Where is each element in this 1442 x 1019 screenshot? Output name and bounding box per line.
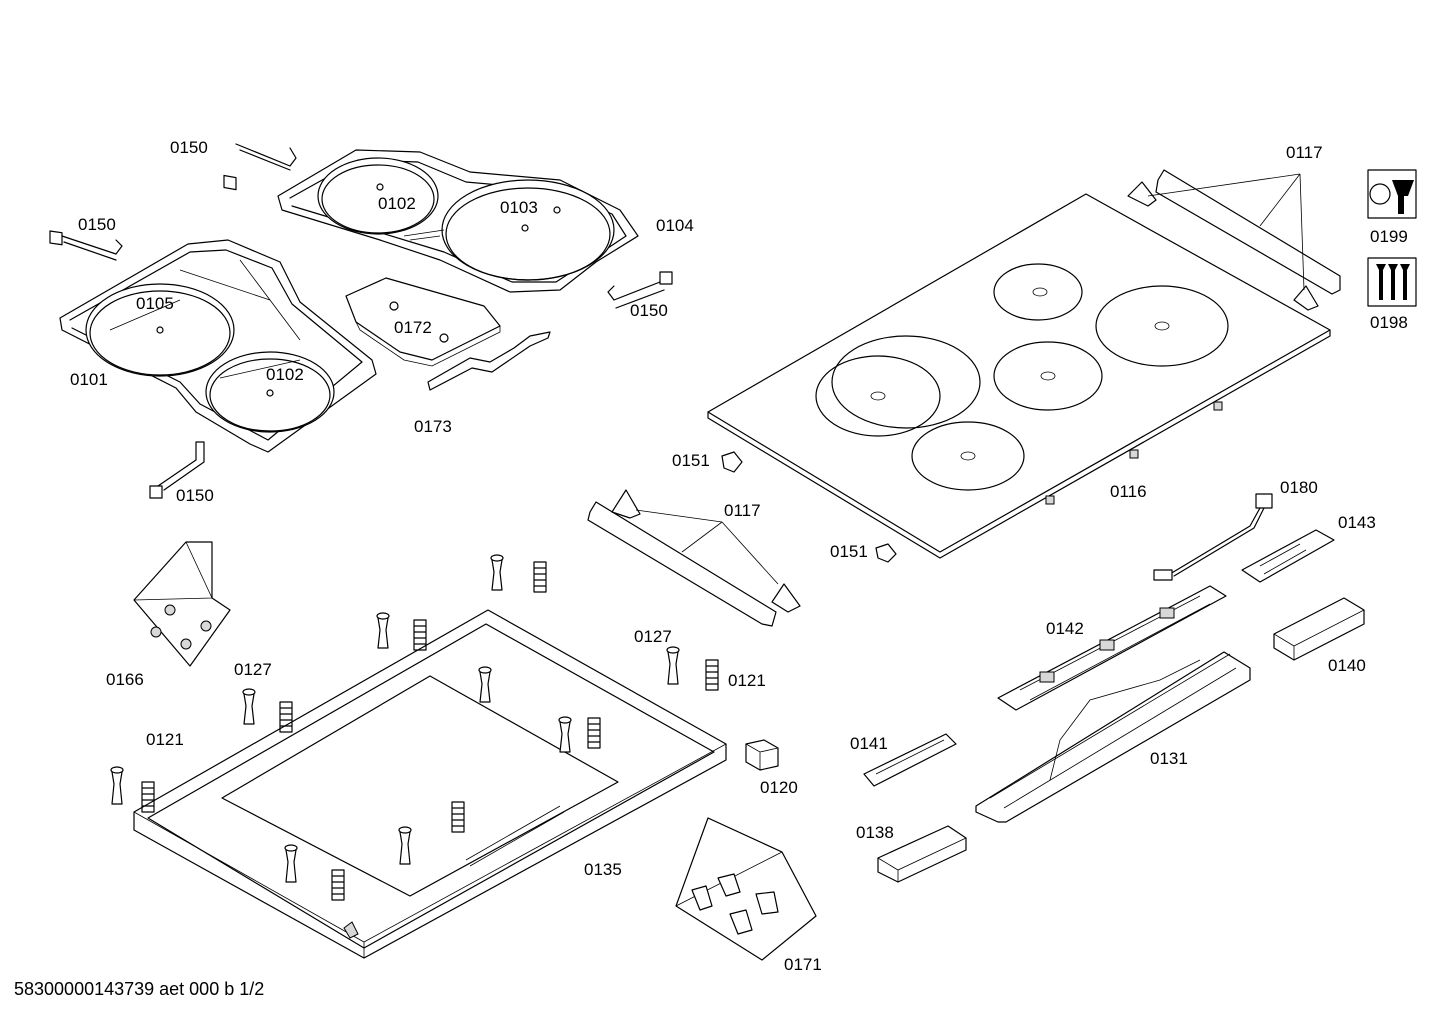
ceramic-glass-top-0116 xyxy=(707,193,1331,559)
power-board-0142 xyxy=(997,585,1227,711)
label-0116: 0116 xyxy=(1110,482,1147,501)
label-0102: 0102 xyxy=(378,194,416,213)
label-0180: 0180 xyxy=(1280,478,1318,497)
screw-bag-0166 xyxy=(133,541,231,667)
document-id-footer: 58300000143739 aet 000 b 1/2 xyxy=(14,979,265,999)
label-0150: 0150 xyxy=(630,301,668,320)
spring-0121 xyxy=(413,619,427,651)
housing-0140 xyxy=(1273,597,1365,661)
heating-unit-top-0104 xyxy=(277,149,639,293)
cable-0150-b xyxy=(49,230,123,261)
heating-unit-left-0101 xyxy=(59,239,377,453)
label-0121: 0121 xyxy=(146,730,184,749)
foot-0127 xyxy=(110,766,124,805)
label-0141: 0141 xyxy=(850,734,888,753)
label-0101: 0101 xyxy=(70,370,108,389)
spring-0121 xyxy=(141,781,155,813)
label-0142: 0142 xyxy=(1046,619,1084,638)
label-0102: 0102 xyxy=(266,365,304,384)
foot-0127 xyxy=(558,716,572,753)
spring-0121 xyxy=(331,869,345,901)
label-0135: 0135 xyxy=(584,860,622,879)
label-0140: 0140 xyxy=(1328,656,1366,675)
cable-0150-a xyxy=(223,143,297,191)
label-0127: 0127 xyxy=(234,660,272,679)
cable-0180 xyxy=(1153,493,1273,581)
label-0104: 0104 xyxy=(656,216,694,235)
cable-0150-c xyxy=(607,271,673,309)
label-0138: 0138 xyxy=(856,823,894,842)
spring-0121 xyxy=(705,659,719,691)
label-0150: 0150 xyxy=(78,215,116,234)
carrier-0131 xyxy=(975,651,1251,823)
cable-0150-d xyxy=(149,441,205,499)
board-0141 xyxy=(863,733,957,787)
label-0120: 0120 xyxy=(760,778,798,797)
label-0117: 0117 xyxy=(1286,143,1323,162)
foot-0127 xyxy=(490,554,504,591)
spring-0121 xyxy=(587,717,601,749)
screws-icon-0198 xyxy=(1367,257,1417,307)
bracket-0173 xyxy=(427,331,551,391)
parts-bag-0171 xyxy=(675,817,817,961)
control-board-0143 xyxy=(1241,529,1335,583)
base-frame-0135 xyxy=(133,609,727,959)
housing-0138 xyxy=(877,825,967,883)
clip-0151-a xyxy=(721,451,743,473)
mounting-rail-0117-bottom xyxy=(587,489,801,627)
label-0151: 0151 xyxy=(672,451,710,470)
spring-0121 xyxy=(451,801,465,833)
clip-0151-b xyxy=(875,543,897,563)
label-0150: 0150 xyxy=(170,138,208,157)
label-0198: 0198 xyxy=(1370,313,1408,332)
label-0166: 0166 xyxy=(106,670,144,689)
label-0121: 0121 xyxy=(728,671,766,690)
tool-icon-0199 xyxy=(1367,169,1417,219)
spring-0121 xyxy=(533,561,547,593)
foot-0127 xyxy=(284,844,298,883)
clip-0120 xyxy=(745,739,779,771)
foot-0127 xyxy=(666,646,680,685)
foot-0127 xyxy=(376,612,390,649)
label-0131: 0131 xyxy=(1150,749,1188,768)
feet-and-springs xyxy=(110,554,719,901)
label-0171: 0171 xyxy=(784,955,822,974)
foot-0127 xyxy=(398,826,412,865)
label-0143: 0143 xyxy=(1338,513,1376,532)
foot-0127 xyxy=(242,688,256,725)
label-0151: 0151 xyxy=(830,542,868,561)
label-0172: 0172 xyxy=(394,318,432,337)
label-0117: 0117 xyxy=(724,501,761,520)
label-0173: 0173 xyxy=(414,417,452,436)
mounting-rail-0117-top xyxy=(1127,169,1341,311)
foot-0127 xyxy=(478,666,492,703)
spring-0121 xyxy=(279,701,293,733)
label-0105: 0105 xyxy=(136,294,174,313)
insulation-plate-0172 xyxy=(345,277,501,367)
label-0103: 0103 xyxy=(500,198,538,217)
label-0150: 0150 xyxy=(176,486,214,505)
label-0199: 0199 xyxy=(1370,227,1408,246)
label-0127: 0127 xyxy=(634,627,672,646)
